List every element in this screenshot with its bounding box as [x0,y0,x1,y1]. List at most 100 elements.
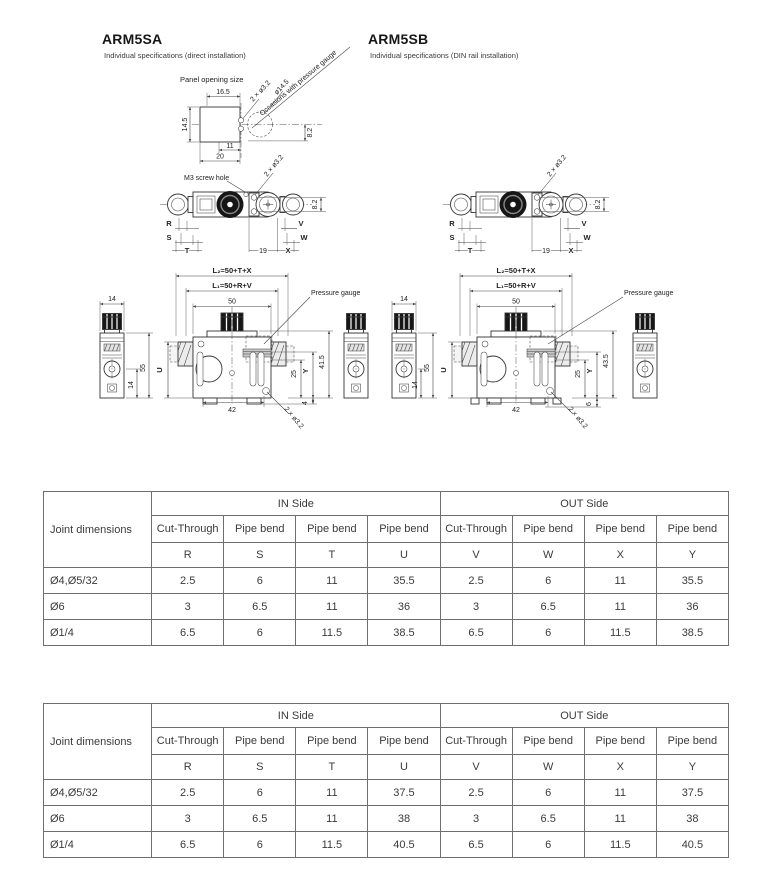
dim-L2: L₂=50+T+X [213,266,252,275]
row-label: Ø1/4 [42,619,153,646]
col-header: Pipe bend [295,727,369,755]
row-label: Ø4,Ø5/32 [42,567,153,594]
dim-L2: L₂=50+T+X [497,266,536,275]
table-row: Ø6 3 6.5 11 36 3 6.5 11 36 [42,593,730,620]
table-row: Ø4,Ø5/32 2.5 6 11 35.5 2.5 6 11 35.5 [42,567,730,594]
row-label: Ø4,Ø5/32 [42,779,153,806]
dim-S: S [449,233,454,242]
group-header-in: IN Side [151,703,441,728]
table-row: Joint dimensions IN Side OUT Side [42,491,730,568]
dim-X: X [285,246,290,255]
row-label: Ø6 [42,593,153,620]
col-header: Pipe bend [583,515,657,543]
dim-U: U [155,367,164,372]
dim-42: 42 [228,407,236,414]
dim-side-14: 14 [400,296,408,303]
table-cell: 2.5 [151,779,225,806]
row-label: Ø1/4 [42,831,153,858]
table-cell: 2.5 [151,567,225,594]
table-cell: 6.5 [439,831,513,858]
letter-header: T [295,542,369,568]
table-cell: 38 [367,805,441,832]
dim-25: 25 [291,370,298,378]
col-header: Pipe bend [223,515,297,543]
letter-header: Y [655,542,730,568]
side-view-arm5sa-left [99,312,125,399]
letter-header: R [151,542,225,568]
table-cell: 6 [223,619,297,646]
letter-header: Y [655,754,730,780]
table-cell: 11 [583,779,657,806]
model-subtitle-arm5sb: Individual specifications (DIN rail inst… [370,51,519,60]
table-cell: 3 [151,805,225,832]
row-label: Ø6 [42,805,153,832]
top-view-arm5sa: M3 screw hole 2 × ø3.2 R S T 19 X V W 8.… [160,154,326,256]
top-view-arm5sb: 2 × ø3.2 R S T 19 X V W 8.2 [443,154,609,256]
table-cell: 6 [511,779,585,806]
letter-header: V [439,754,513,780]
table-cell: 11 [295,779,369,806]
panel-caption: Panel opening size [180,75,243,84]
dim-side-14-inner: 14 [128,381,135,389]
table-cell: 11 [583,567,657,594]
dim-50: 50 [512,299,520,306]
dim-R: R [449,219,455,228]
table-row: Ø6 3 6.5 11 38 3 6.5 11 38 [42,805,730,832]
panel-dim-height: 14.5 [182,118,189,132]
front-sa-holes-label: 2 × ø3.2 [282,406,304,430]
table-row: R S T U V W X Y [44,542,730,568]
col-header: Pipe bend [583,727,657,755]
table-cell: 6.5 [223,593,297,620]
letter-header: R [151,754,225,780]
table-row: Cut-Through Pipe bend Pipe bend Pipe ben… [44,727,730,755]
table-cell: 11.5 [583,619,657,646]
table-cell: 3 [439,805,513,832]
group-header-out: OUT Side [439,703,730,728]
table-cell: 38.5 [655,619,730,646]
corner-header: Joint dimensions [42,703,153,780]
spec-table-arm5sb: Joint dimensions IN Side OUT Side Cut-Th… [42,703,730,858]
table-cell: 6.5 [151,619,225,646]
table-cell: 6.5 [439,619,513,646]
dim-41-5: 41.5 [319,355,326,369]
col-header: Pipe bend [655,727,730,755]
corner-header: Joint dimensions [42,491,153,568]
side-view-sa-dims: 14 55 14 [99,296,153,399]
dim-S: S [166,233,171,242]
top-sa-holes-label: 2 × ø3.2 [263,154,285,178]
table-cell: 6.5 [511,805,585,832]
table-cell: 11 [583,593,657,620]
table-cell: 6.5 [511,593,585,620]
table-cell: 11 [583,805,657,832]
front-sb-holes-label: 2 × ø3.2 [566,406,588,430]
dim-42: 42 [512,407,520,414]
col-header: Pipe bend [511,727,585,755]
col-header: Pipe bend [295,515,369,543]
dim-8-2: 8.2 [312,200,319,210]
letter-header: V [439,542,513,568]
letter-header: S [223,754,297,780]
pressure-gauge-label: Pressure gauge [311,290,361,297]
m3-screw-hole-label: M3 screw hole [184,175,229,182]
model-title-arm5sb: ARM5SB [368,31,429,47]
table-cell: 36 [367,593,441,620]
letter-header: S [223,542,297,568]
dim-19: 19 [259,248,267,255]
panel-opening-drawing: Panel opening size 16.5 14.5 11 20 8.2 2… [180,46,351,164]
side-view-sb-dims: 14 55 14 [391,296,437,399]
dim-25: 25 [575,370,582,378]
table-cell: 11 [295,805,369,832]
table-cell: 37.5 [655,779,730,806]
table-cell: 11.5 [583,831,657,858]
col-header: Pipe bend [655,515,730,543]
col-header: Pipe bend [367,515,441,543]
table-cell: 35.5 [655,567,730,594]
side-view-arm5sa-right [343,312,369,399]
group-header-in: IN Side [151,491,441,516]
dim-side-55: 55 [140,364,147,372]
panel-dim-20: 20 [216,154,224,161]
dim-Y: Y [301,368,310,373]
table-cell: 11.5 [295,831,369,858]
table-cell: 6.5 [151,831,225,858]
